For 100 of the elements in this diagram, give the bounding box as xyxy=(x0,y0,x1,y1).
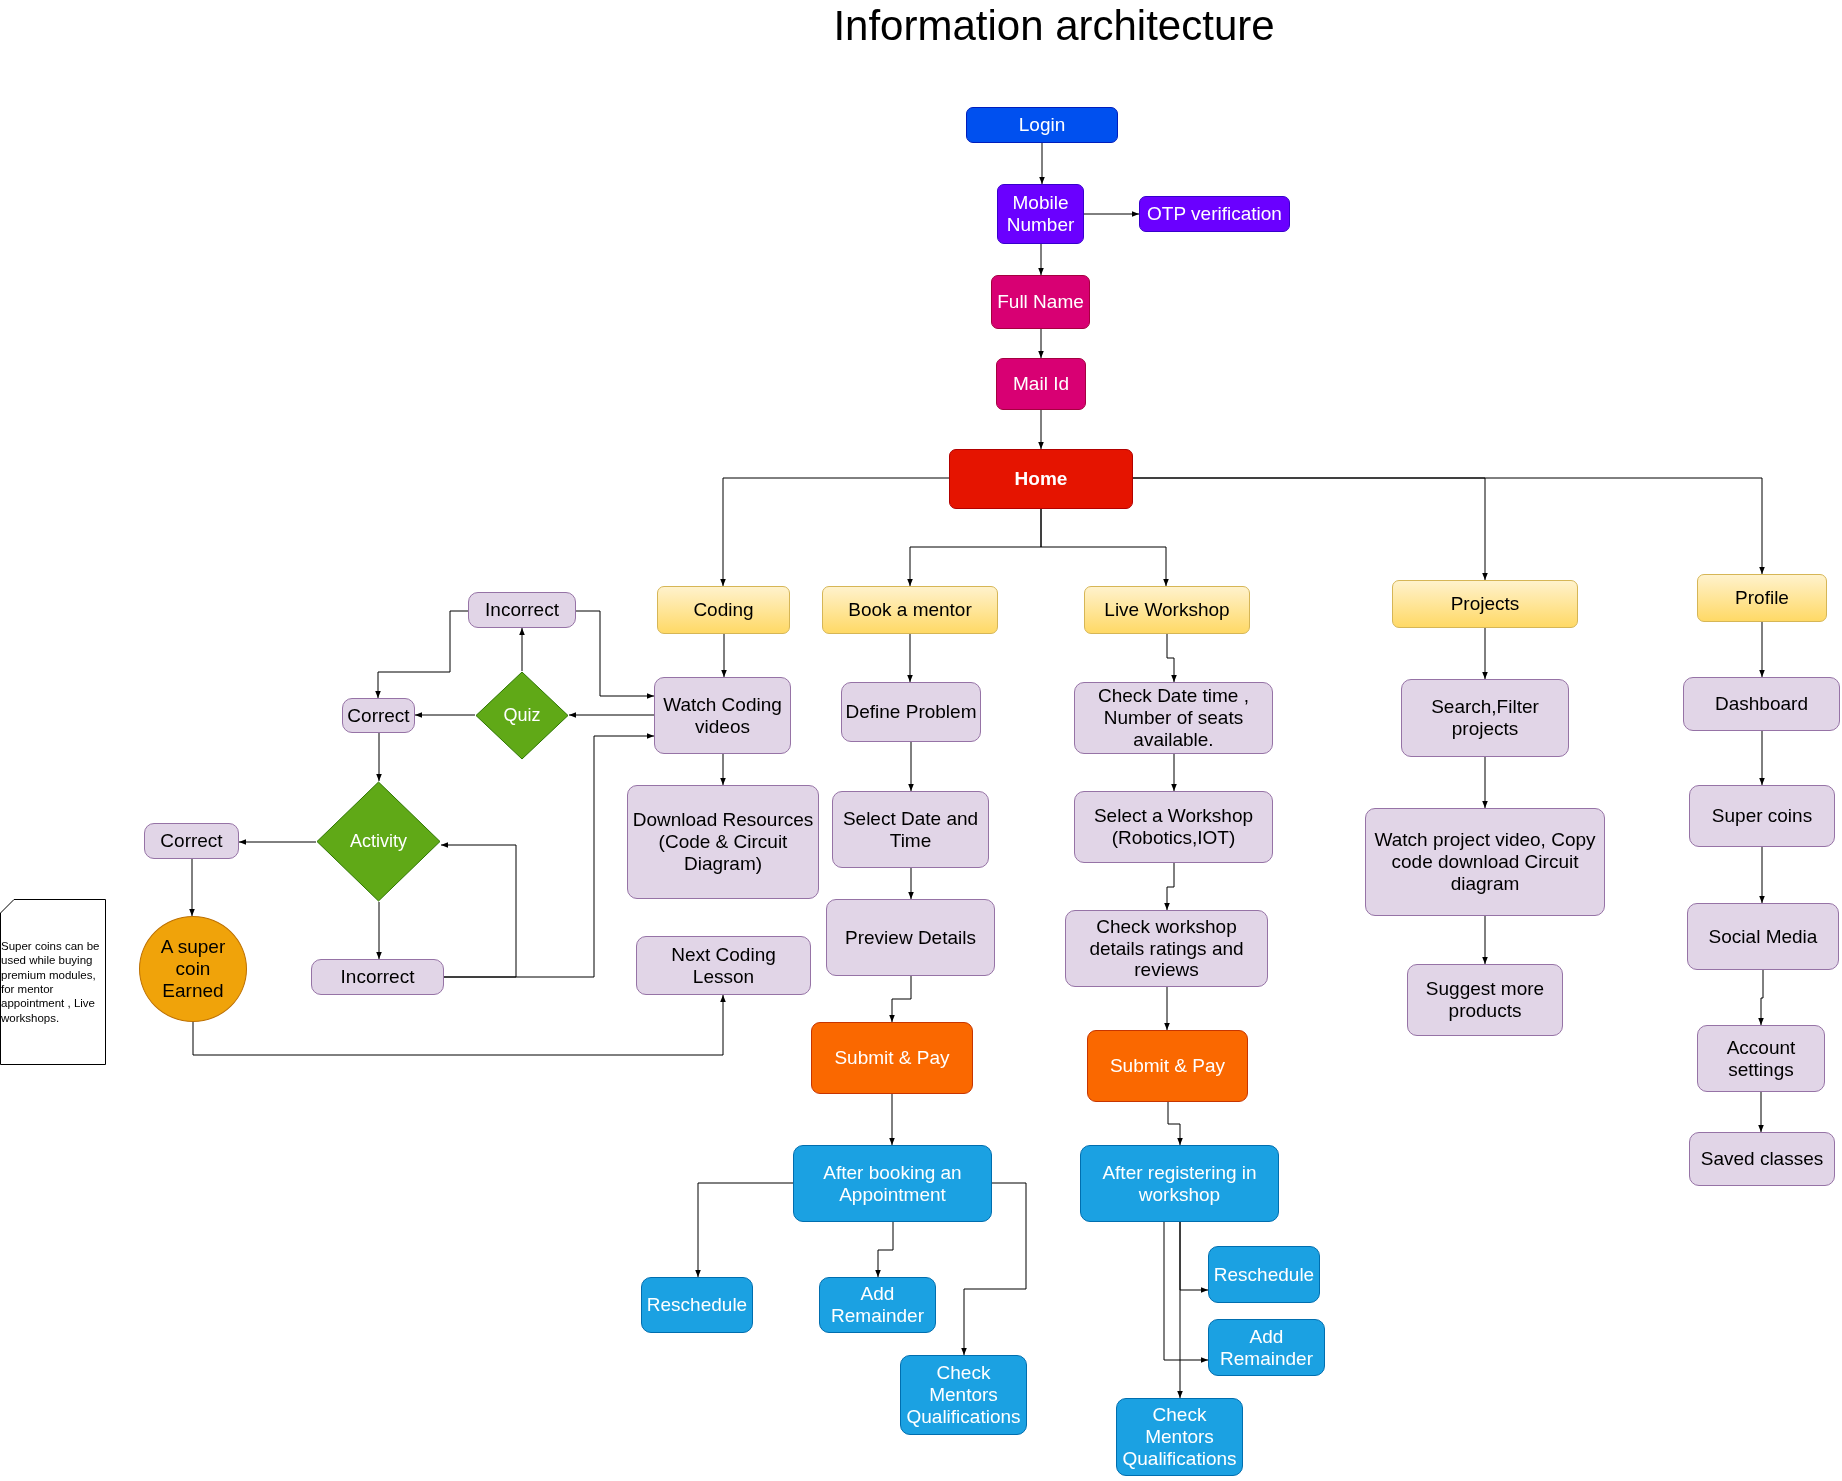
arrow xyxy=(875,1221,894,1278)
arrow xyxy=(720,753,726,786)
process-box xyxy=(819,1277,936,1333)
arrow xyxy=(1166,633,1177,683)
arrow xyxy=(889,1093,895,1146)
arrow xyxy=(443,733,655,978)
arrow xyxy=(192,994,726,1056)
process-box xyxy=(949,449,1133,509)
diagram-title: Information architecture xyxy=(832,2,1276,50)
action-box xyxy=(811,1022,973,1094)
arrow xyxy=(889,975,912,1023)
node-label: Check Mentors Qualifications xyxy=(1121,1404,1238,1470)
arrow xyxy=(376,901,382,960)
node-label: OTP verification xyxy=(1146,203,1283,225)
arrow xyxy=(721,633,727,678)
section-box xyxy=(822,586,998,634)
arrow xyxy=(189,858,195,917)
process-box xyxy=(1065,910,1268,987)
section-box xyxy=(657,586,790,634)
node-label: After registering in workshop xyxy=(1101,1161,1258,1206)
arrow xyxy=(1038,409,1044,450)
process-box xyxy=(468,592,576,628)
arrow xyxy=(1482,915,1488,965)
arrow xyxy=(575,610,655,699)
decision-diamond xyxy=(316,781,441,902)
process-box xyxy=(1074,791,1273,863)
arrow xyxy=(1759,621,1765,678)
action-box xyxy=(1087,1030,1248,1102)
arrow xyxy=(961,1182,1027,1356)
node-label: Login xyxy=(1017,114,1067,136)
node-label: Social Media xyxy=(1707,925,1819,948)
arrow xyxy=(414,712,476,718)
process-box xyxy=(966,107,1118,143)
process-box xyxy=(793,1145,992,1222)
node-label: Watch Coding videos xyxy=(662,693,783,738)
arrow xyxy=(1758,1091,1764,1133)
arrow xyxy=(1039,142,1045,185)
arrow xyxy=(1482,627,1488,680)
node-label: Incorrect xyxy=(339,966,416,988)
process-box xyxy=(654,677,791,754)
section-box xyxy=(1392,580,1578,628)
arrow xyxy=(908,741,914,792)
process-box xyxy=(1689,785,1835,847)
decision-diamond xyxy=(475,671,569,760)
arrow xyxy=(1758,969,1764,1026)
process-box xyxy=(1080,1145,1279,1222)
arrow xyxy=(568,712,655,718)
arrow xyxy=(375,610,469,699)
node-label: Suggest more products xyxy=(1424,978,1546,1022)
node-label: Select Date and Time xyxy=(841,807,980,852)
node-label: Super coins xyxy=(1710,805,1814,827)
node-label: Define Problem xyxy=(844,701,978,723)
section-box xyxy=(1084,586,1250,634)
section-box xyxy=(1697,574,1827,622)
node-label: Home xyxy=(1013,468,1069,490)
arrow xyxy=(519,627,525,672)
process-box xyxy=(311,959,444,995)
node-label: Preview Details xyxy=(844,926,977,949)
node-label: Next Coding Lesson xyxy=(670,943,777,988)
arrow xyxy=(1040,508,1169,587)
node-label: Submit & Pay xyxy=(833,1047,951,1069)
process-box xyxy=(627,785,819,899)
process-box xyxy=(832,791,989,868)
arrow xyxy=(907,633,913,683)
process-box xyxy=(900,1355,1027,1435)
arrow xyxy=(1132,477,1765,575)
process-box xyxy=(1074,682,1273,754)
process-box xyxy=(1401,679,1569,757)
process-box xyxy=(1689,1132,1835,1186)
node-label: Full Name xyxy=(996,291,1085,313)
node-label: Search,Filter projects xyxy=(1430,696,1540,740)
node-label: Live Workshop xyxy=(1103,599,1231,621)
node-label: Coding xyxy=(692,599,755,621)
note-text: Super coins can be used while buying premium modules, for mentor appointment , Live workshops. xyxy=(0,938,101,1026)
process-box xyxy=(1687,903,1839,970)
arrow xyxy=(1171,753,1177,792)
node-label: Mobile Number xyxy=(1005,192,1076,236)
node-label: Watch project video, Copy code download Circuit diagram xyxy=(1373,829,1597,895)
node-label: A super coin Earned xyxy=(159,936,227,1002)
arrow xyxy=(720,477,950,587)
arrow xyxy=(1759,846,1765,904)
node-label: Reschedule xyxy=(645,1294,749,1316)
node-label: Saved classes xyxy=(1699,1148,1825,1170)
process-box xyxy=(1407,964,1563,1036)
process-box xyxy=(997,184,1084,244)
arrow xyxy=(1083,211,1140,217)
node-label: Dashboard xyxy=(1714,693,1809,715)
node-label: Quiz xyxy=(502,705,542,726)
node-label: Mail Id xyxy=(1012,373,1070,395)
arrow xyxy=(1177,1221,1183,1399)
node-label: Correct xyxy=(159,830,224,852)
note-shape xyxy=(0,899,106,1065)
process-box xyxy=(1683,677,1840,731)
process-box xyxy=(826,899,995,976)
arrow xyxy=(695,1182,794,1278)
arrow xyxy=(1164,862,1175,911)
arrow xyxy=(1167,1101,1183,1146)
node-label: Download Resources (Code & Circuit Diagram) xyxy=(631,809,815,875)
node-label: Select a Workshop (Robotics,IOT) xyxy=(1092,805,1255,849)
node-label: Submit & Pay xyxy=(1108,1055,1227,1077)
